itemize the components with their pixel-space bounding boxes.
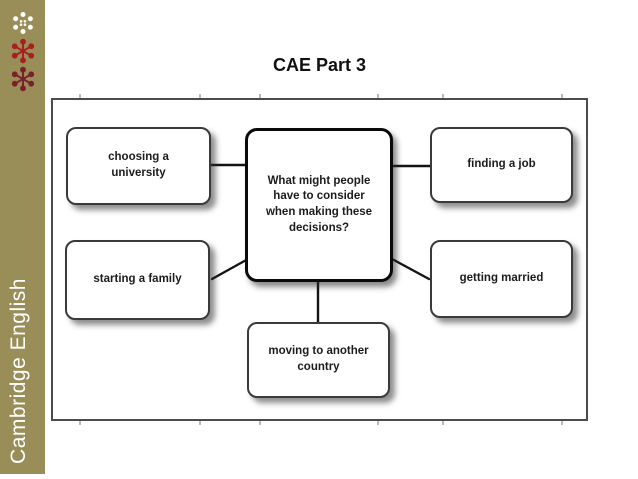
question-line: have to consider xyxy=(273,190,365,203)
node-label: finding a job xyxy=(467,158,536,171)
node-starting-family: starting a family xyxy=(65,240,210,320)
flower-asterisk-red-icon xyxy=(10,38,36,64)
question-line: decisions? xyxy=(288,221,350,234)
node-central-question: What might people have to consider when … xyxy=(245,128,393,282)
page-title: CAE Part 3 xyxy=(272,55,367,75)
node-choosing-university: choosing a university xyxy=(66,127,211,205)
brand-text: Cambridge English xyxy=(7,278,30,464)
node-finding-job: finding a job xyxy=(430,127,573,203)
node-label: choosing a university xyxy=(108,151,169,179)
question-line: when making these xyxy=(265,206,373,218)
node-label: starting a family xyxy=(93,273,182,286)
node-label: moving to another country xyxy=(268,345,369,373)
question-line: What might people xyxy=(267,174,371,187)
flower-asterisk-darkred-icon xyxy=(10,66,36,92)
node-moving-country: moving to another country xyxy=(247,322,390,398)
node-getting-married: getting married xyxy=(430,240,573,318)
node-label: getting married xyxy=(459,272,544,285)
brand-sidebar: Cambridge English xyxy=(0,0,45,474)
sidebar-icon-stack xyxy=(0,10,45,92)
flower-dots-white-icon xyxy=(10,10,36,36)
